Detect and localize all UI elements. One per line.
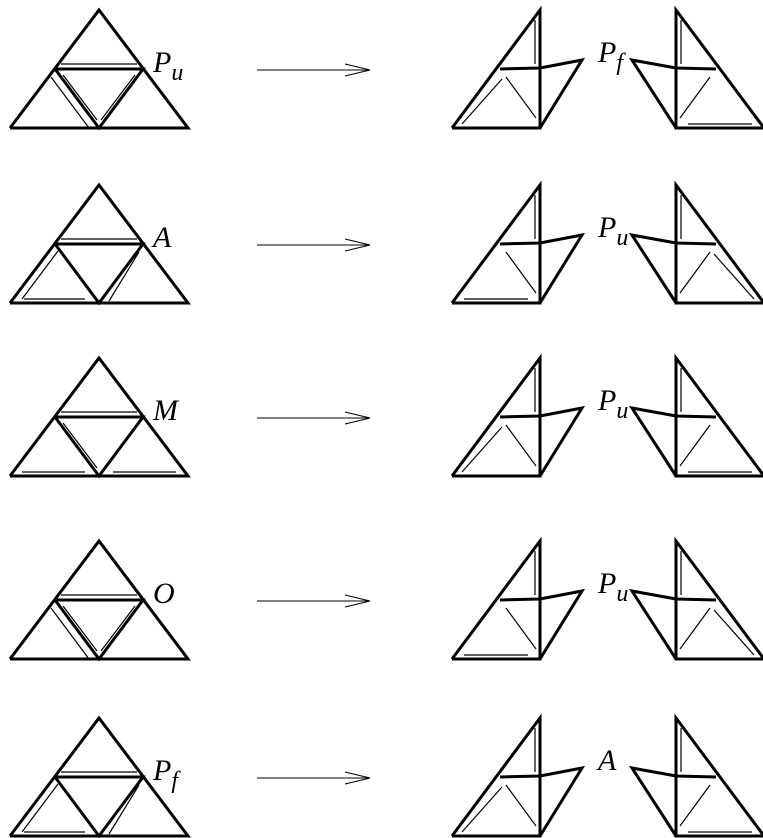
transform-arrow — [257, 594, 371, 608]
transform-arrow — [257, 238, 371, 252]
left-label: Pf — [152, 754, 181, 794]
diagram-row: O Pu — [8, 536, 763, 662]
transform-arrow — [257, 771, 371, 785]
left-label-main: P — [152, 754, 171, 787]
folded-pieces — [450, 353, 763, 478]
diagram-row: M Pu — [8, 353, 763, 479]
folded-pieces — [450, 5, 763, 130]
transform-arrow — [257, 63, 371, 77]
transform-arrow — [257, 411, 371, 425]
left-label: A — [151, 221, 172, 254]
right-label-subscript: u — [616, 398, 628, 424]
folded-pieces — [450, 180, 763, 305]
left-label: Pu — [152, 46, 183, 86]
right-label-subscript: u — [616, 581, 628, 607]
left-label-main: A — [151, 221, 172, 254]
left-label: O — [153, 577, 175, 610]
right-label: Pf — [597, 36, 626, 76]
right-label-main: P — [597, 211, 616, 244]
left-label-main: O — [153, 577, 175, 610]
unfolded-triangle — [8, 538, 192, 662]
unfolded-triangle — [8, 355, 192, 479]
diagram-row: A Pu — [8, 180, 763, 306]
right-label-main: A — [596, 744, 617, 777]
unfolded-triangle — [8, 715, 192, 838]
right-label-subscript: u — [616, 225, 628, 251]
right-label-main: P — [597, 567, 616, 600]
right-label-main: P — [597, 384, 616, 417]
left-label: M — [152, 394, 180, 427]
unfolded-triangle — [8, 7, 192, 131]
folded-pieces — [450, 536, 763, 661]
right-label: Pu — [597, 211, 628, 251]
right-label-subscript: f — [616, 50, 626, 76]
right-label: Pu — [597, 567, 628, 607]
unfolded-triangle — [8, 182, 192, 306]
left-label-main: M — [152, 394, 180, 427]
right-label-main: P — [597, 36, 616, 69]
left-label-subscript: u — [171, 60, 183, 86]
right-label: A — [596, 744, 617, 777]
left-label-main: P — [152, 46, 171, 79]
diagram-row: Pf A — [8, 713, 763, 838]
left-label-subscript: f — [171, 768, 181, 794]
folded-pieces — [450, 713, 763, 838]
right-label: Pu — [597, 384, 628, 424]
